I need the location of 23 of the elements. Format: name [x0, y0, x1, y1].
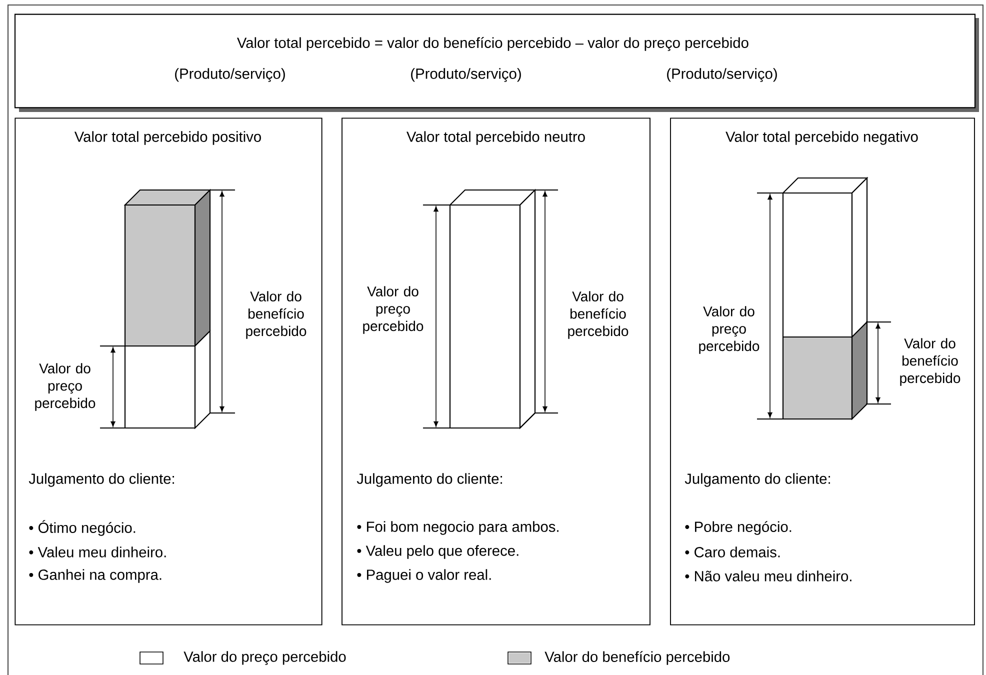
- legend-label: Valor do preço percebido: [184, 651, 346, 665]
- judgment-heading: Julgamento do cliente:: [356, 473, 502, 487]
- dimension-label: Valor do benefício percebido: [900, 338, 960, 386]
- bullet-item: • Ganhei na compra.: [29, 569, 162, 583]
- dimension-label: Valor do preço percebido: [699, 306, 760, 354]
- legend-label: Valor do benefício percebido: [544, 651, 730, 665]
- bullet-item: • Ótimo negócio.: [29, 520, 136, 536]
- dimension-label: Valor do benefício percebido: [246, 291, 306, 339]
- judgment-heading: Julgamento do cliente:: [28, 473, 174, 487]
- dimension-label: Valor do benefício percebido: [568, 291, 628, 339]
- bullet-item: • Pobre negócio.: [685, 521, 792, 535]
- panel-heading: Valor total percebido neutro: [406, 131, 585, 145]
- bullet-item: • Paguei o valor real.: [357, 569, 491, 583]
- dimension-label: Valor do preço percebido: [363, 286, 424, 334]
- panel-heading: Valor total percebido positivo: [74, 131, 261, 145]
- bullet-item: • Valeu pelo que oferece.: [357, 545, 518, 559]
- judgment-heading: Julgamento do cliente:: [684, 473, 830, 487]
- bullet-item: • Não valeu meu dinheiro.: [685, 570, 852, 582]
- bullet-item: • Caro demais.: [685, 546, 780, 558]
- bullet-item: • Foi bom negocio para ambos.: [357, 521, 558, 535]
- dimension-label: Valor do preço percebido: [35, 363, 96, 411]
- panel-heading: Valor total percebido negativo: [726, 131, 918, 145]
- bullet-item: • Valeu meu dinheiro.: [29, 546, 166, 558]
